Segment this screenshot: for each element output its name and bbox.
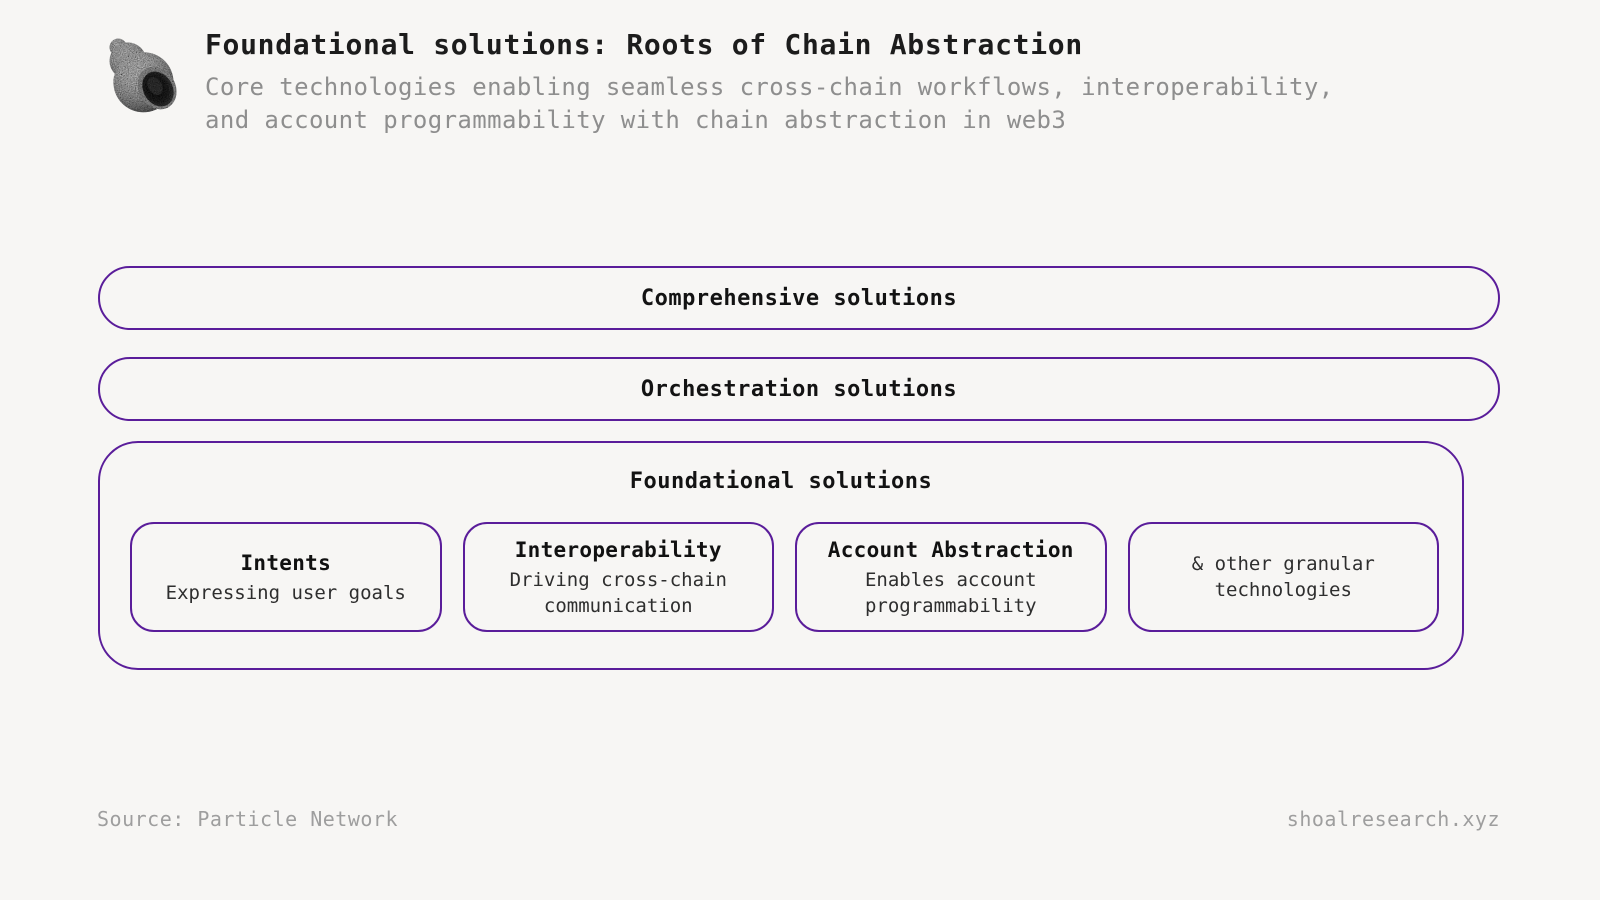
item-title: Intents xyxy=(240,550,332,575)
layer-foundational-solutions: Foundational solutions Intents Expressin… xyxy=(98,441,1464,670)
page-subtitle: Core technologies enabling seamless cros… xyxy=(205,71,1505,137)
subtitle-line-2: and account programmability with chain a… xyxy=(205,106,1067,134)
foundational-items-row: Intents Expressing user goals Interopera… xyxy=(130,522,1439,632)
item-other-granular-technologies: & other granular technologies xyxy=(1127,522,1439,632)
item-account-abstraction: Account Abstraction Enables account prog… xyxy=(795,522,1107,632)
item-title: Account Abstraction xyxy=(827,537,1074,562)
item-description: Enables account programmability xyxy=(864,568,1037,617)
layer-comprehensive-solutions: Comprehensive solutions xyxy=(98,266,1500,330)
layer-label: Orchestration solutions xyxy=(640,376,958,402)
layer-label: Foundational solutions xyxy=(629,469,933,494)
page-title: Foundational solutions: Roots of Chain A… xyxy=(205,28,1083,61)
layer-label: Comprehensive solutions xyxy=(640,285,958,311)
header: Foundational solutions: Roots of Chain A… xyxy=(205,27,1505,137)
item-interoperability: Interoperability Driving cross-chain com… xyxy=(462,522,774,632)
item-description: Driving cross-chain communication xyxy=(509,568,727,617)
subtitle-line-1: Core technologies enabling seamless cros… xyxy=(205,73,1334,101)
item-description: Expressing user goals xyxy=(165,581,406,604)
layer-orchestration-solutions: Orchestration solutions xyxy=(98,357,1500,421)
source-attribution: Source: Particle Network xyxy=(97,807,398,831)
item-title: Interoperability xyxy=(514,537,722,562)
item-intents: Intents Expressing user goals xyxy=(130,522,442,632)
snail-shell-icon xyxy=(93,24,190,121)
site-credit: shoalresearch.xyz xyxy=(1286,807,1500,831)
item-description: & other granular technologies xyxy=(1191,553,1375,601)
